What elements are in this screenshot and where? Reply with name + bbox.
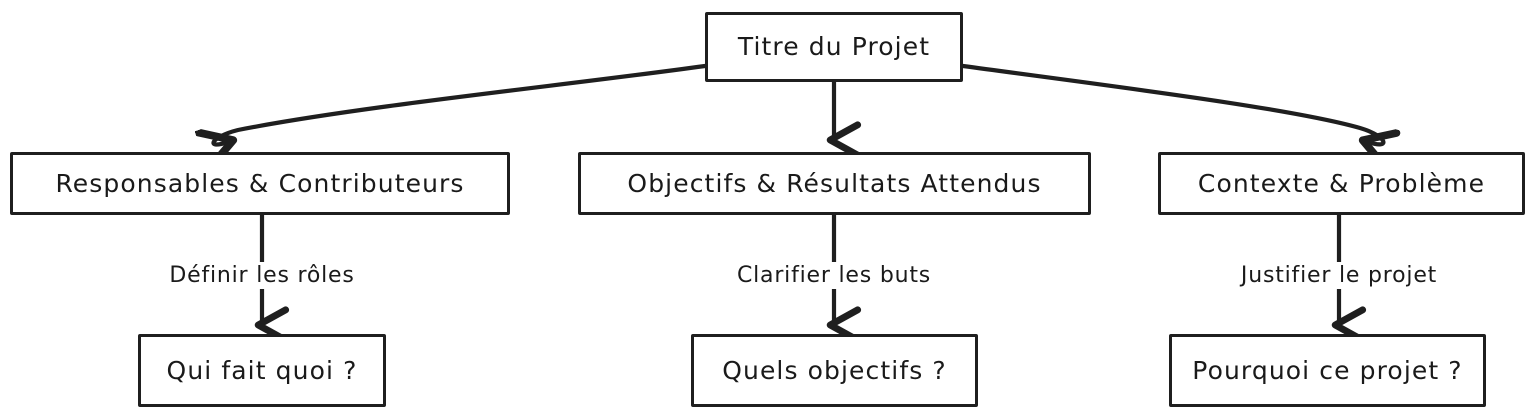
node-leaf-qui-fait-quoi[interactable]: Qui fait quoi ? <box>138 334 386 407</box>
node-branch-objectifs[interactable]: Objectifs & Résultats Attendus <box>578 152 1091 215</box>
edge-label-justifier-le-projet: Justifier le projet <box>1234 262 1444 289</box>
node-leaf-quels-objectifs-label: Quels objectifs ? <box>722 355 947 385</box>
node-branch-responsables[interactable]: Responsables & Contributeurs <box>10 152 510 215</box>
node-root[interactable]: Titre du Projet <box>705 12 963 82</box>
edge-root-to-branch-3 <box>960 63 1383 144</box>
node-leaf-pourquoi-ce-projet[interactable]: Pourquoi ce projet ? <box>1169 334 1486 407</box>
node-root-label: Titre du Projet <box>737 32 931 62</box>
edge-label-clarifier-les-buts: Clarifier les buts <box>730 262 938 289</box>
node-leaf-qui-fait-quoi-label: Qui fait quoi ? <box>166 355 358 385</box>
node-branch-objectifs-label: Objectifs & Résultats Attendus <box>627 168 1042 198</box>
node-branch-contexte[interactable]: Contexte & Problème <box>1158 152 1525 215</box>
node-leaf-quels-objectifs[interactable]: Quels objectifs ? <box>691 334 978 407</box>
node-leaf-pourquoi-ce-projet-label: Pourquoi ce projet ? <box>1192 355 1463 385</box>
edge-root-to-branch-1 <box>213 63 708 145</box>
edge-label-definir-les-roles: Définir les rôles <box>163 262 361 289</box>
node-branch-contexte-label: Contexte & Problème <box>1197 168 1486 198</box>
node-branch-responsables-label: Responsables & Contributeurs <box>55 168 465 198</box>
